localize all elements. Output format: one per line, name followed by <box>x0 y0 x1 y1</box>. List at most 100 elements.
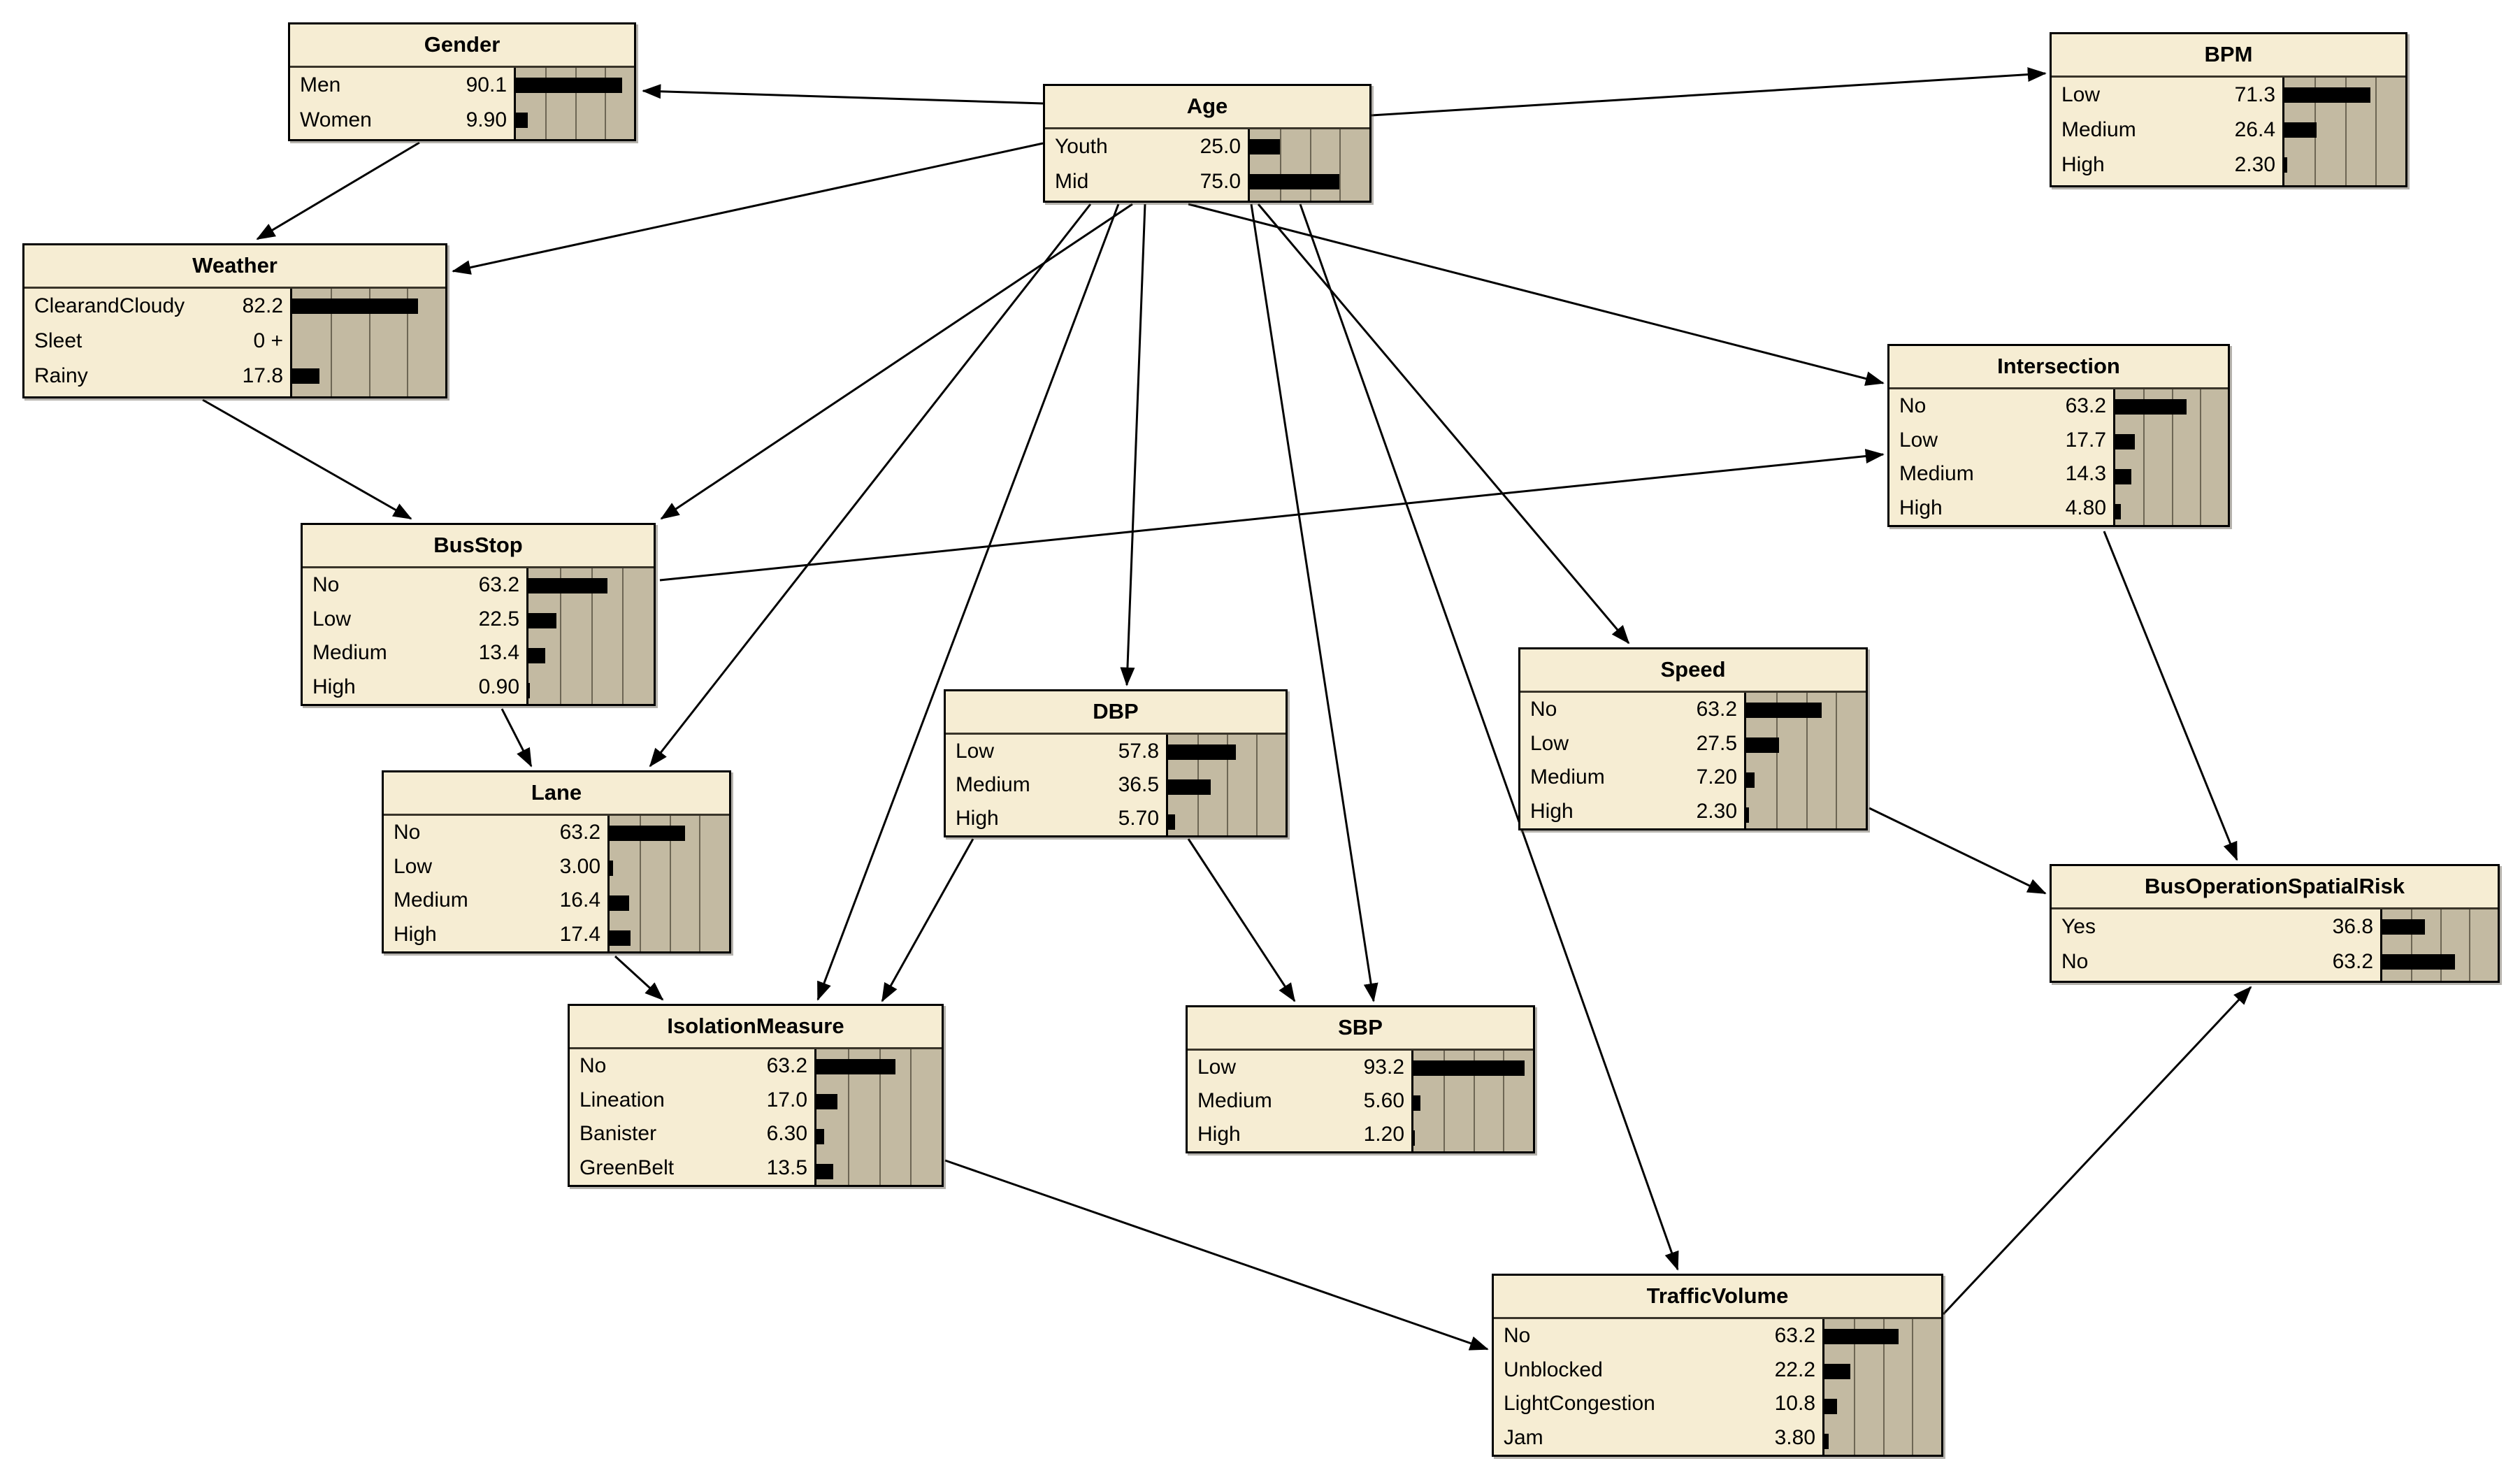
bn-state-label: Medium <box>2061 118 2136 141</box>
bn-bar <box>292 368 319 384</box>
bn-bar <box>816 1094 838 1109</box>
bn-state-label: No <box>1530 698 1557 721</box>
bn-state-label: Women <box>300 108 372 131</box>
bn-bar-row <box>528 603 654 638</box>
bn-bar-panel <box>290 289 445 396</box>
bn-edge-lane-to-isolationmeasure <box>614 955 664 1001</box>
bn-state-value: 57.8 <box>1118 740 1159 763</box>
bn-state-value: 82.2 <box>242 294 283 317</box>
bn-state-value: 2.30 <box>1696 799 1737 823</box>
bn-bar <box>2382 954 2456 970</box>
bn-state-label: Low <box>956 740 995 763</box>
bn-bar-panel <box>607 816 729 951</box>
bn-bar-row <box>1168 735 1286 770</box>
bn-state-value: 63.2 <box>2332 950 2373 973</box>
bn-bar-row <box>1168 770 1286 805</box>
bn-node-title: IsolationMeasure <box>570 1006 942 1049</box>
bn-state-value: 63.2 <box>2065 394 2106 418</box>
bn-state-label: No <box>2061 950 2089 973</box>
bn-bar <box>2284 87 2371 103</box>
bn-state-label: Mid <box>1055 170 1089 193</box>
bn-bar <box>1824 1434 1829 1449</box>
bn-state-value: 2.30 <box>2234 153 2275 176</box>
bn-bar-panel <box>2113 389 2228 525</box>
bn-state-value: 17.8 <box>242 364 283 387</box>
bn-bar-panel <box>2380 909 2498 981</box>
bn-bar-panel <box>2282 78 2405 185</box>
bar-gridline <box>407 289 409 396</box>
bn-state-value: 13.4 <box>478 641 519 665</box>
bn-state-value: 13.5 <box>766 1156 807 1179</box>
bn-bar-row <box>528 673 654 704</box>
bn-edge-age-to-busstop <box>660 203 1133 520</box>
bn-state-row[interactable]: Low 57.8 <box>946 735 1166 768</box>
bn-bar-row <box>2115 424 2228 459</box>
bn-node-title: TrafficVolume <box>1494 1276 1941 1319</box>
bn-state-row[interactable]: No 63.2 <box>2052 944 2380 979</box>
bn-state-label: Men <box>300 73 341 96</box>
bn-bar-row <box>816 1084 942 1119</box>
bn-edge-age-to-dbp <box>1120 203 1146 686</box>
